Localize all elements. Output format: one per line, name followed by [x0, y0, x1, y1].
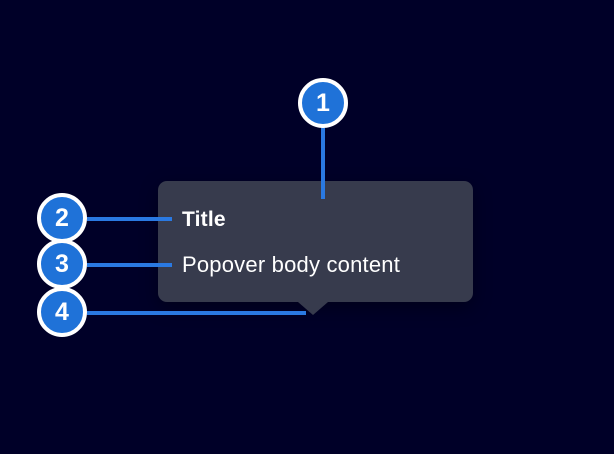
callout-line-3: [87, 263, 172, 267]
callout-badge-1: 1: [298, 78, 348, 128]
callout-number-3: 3: [55, 249, 69, 278]
popover-body-content: Popover body content: [182, 252, 401, 277]
callout-number-4: 4: [55, 297, 69, 326]
popover-title: Title: [182, 208, 226, 231]
callout-badge-4: 4: [37, 287, 87, 337]
callout-line-4: [87, 311, 306, 315]
callout-line-2: [87, 217, 172, 221]
callout-number-1: 1: [316, 88, 330, 117]
popover: Title Popover body content: [158, 181, 473, 315]
callout-badge-2: 2: [37, 193, 87, 243]
callout-number-2: 2: [55, 203, 69, 232]
callout-line-1: [321, 127, 325, 199]
callout-badge-3: 3: [37, 239, 87, 289]
